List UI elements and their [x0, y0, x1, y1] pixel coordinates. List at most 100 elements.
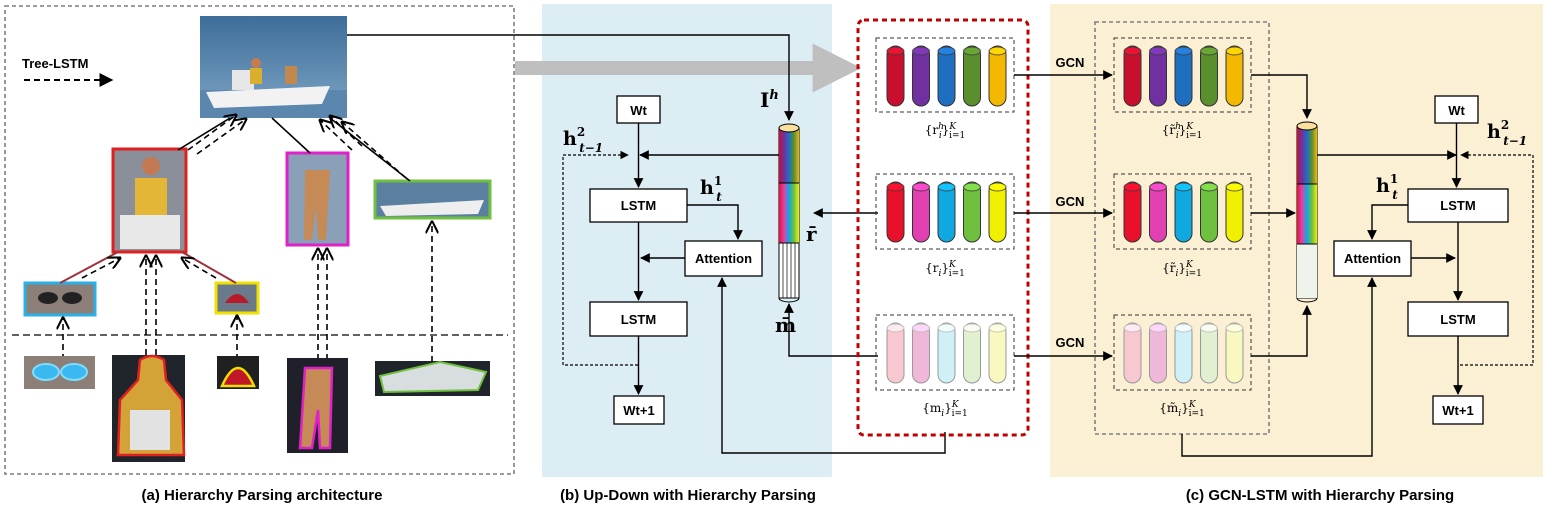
feature-cylinders-m-tilde [1123, 322, 1244, 384]
feature-cylinder-rh-5 [988, 45, 1007, 107]
feature-cylinder-r-tilde-3 [1174, 181, 1193, 243]
feature-cylinder-r-4 [963, 181, 981, 243]
lstm-label-c-top: LSTM [1440, 198, 1475, 213]
rbar-label: r̄ [806, 222, 817, 246]
wt1-label-b: Wt+1 [623, 403, 654, 418]
mbar-label: m̄ [775, 313, 796, 337]
gcn-label-2: GCN [1056, 194, 1085, 209]
region-dog [285, 151, 350, 247]
wt1-box-b [613, 395, 665, 425]
feature-cylinders-r-tilde [1123, 181, 1244, 243]
concat-feature-column-b [778, 123, 800, 303]
gcn-label-1: GCN [1056, 55, 1085, 70]
caption-a: (a) Hierarchy Parsing architecture [142, 487, 383, 504]
lstm-box-b-bottom[interactable] [589, 301, 688, 337]
feature-cylinder-m-tilde-3 [1174, 322, 1193, 384]
tree-lstm-arrows [63, 115, 432, 362]
feature-cylinder-rh-tilde-2 [1149, 45, 1167, 107]
feature-cylinder-m-4 [963, 322, 981, 384]
attention-label-b: Attention [695, 251, 752, 266]
region-person [111, 147, 188, 254]
wt-box-c [1434, 95, 1479, 124]
feature-cylinder-rh-tilde-4 [1200, 45, 1218, 107]
mask-hat [217, 356, 259, 389]
region-hat [214, 281, 260, 315]
region-sunglasses [23, 281, 97, 317]
feature-cylinder-rh-3 [937, 45, 956, 107]
mask-sunglasses [24, 356, 95, 389]
feature-cylinders-m [886, 322, 1007, 384]
feature-cylinder-m-1 [886, 322, 905, 384]
arrows-b [347, 34, 946, 454]
tree-lstm-legend: Tree-LSTM [22, 56, 88, 71]
feature-cylinders-r [886, 181, 1007, 243]
feat-m-box [875, 314, 1015, 391]
feature-sets-border [856, 18, 1030, 437]
wt-label-c: Wt [1448, 103, 1465, 118]
wt1-box-c [1432, 395, 1484, 425]
feat-rh-tilde-box [1113, 37, 1252, 113]
feature-cylinders-rh [886, 45, 1007, 107]
attention-box-c[interactable] [1333, 240, 1412, 277]
caption-b: (b) Up-Down with Hierarchy Parsing [560, 487, 816, 504]
feature-cylinder-rh-tilde-5 [1225, 45, 1244, 107]
feature-cylinder-rh-1 [886, 45, 905, 107]
h2-recurrent-arrow-b [562, 150, 638, 366]
feature-cylinder-m-tilde-2 [1149, 322, 1167, 384]
arrows-c [1181, 74, 1463, 457]
part-edges [59, 251, 237, 284]
caption-c: (c) GCN-LSTM with Hierarchy Parsing [1186, 487, 1454, 504]
feature-cylinder-rh-tilde-1 [1123, 45, 1142, 107]
mask-boat [375, 360, 490, 396]
h2-recurrent-arrow-c [1460, 150, 1534, 366]
feat-m-tilde-box [1113, 314, 1252, 391]
feature-cylinder-rh-4 [963, 45, 981, 107]
feature-cylinder-m-tilde-1 [1123, 322, 1142, 384]
feature-cylinder-r-2 [912, 181, 930, 243]
lstm-label-b-bottom: LSTM [621, 312, 656, 327]
feature-cylinder-m-tilde-4 [1200, 322, 1218, 384]
feature-cylinder-r-tilde-1 [1123, 181, 1142, 243]
feature-cylinders-rh-tilde [1123, 45, 1244, 107]
feature-cylinder-r-3 [937, 181, 956, 243]
lstm-label-c-bottom: LSTM [1440, 312, 1475, 327]
lstm-box-c-bottom[interactable] [1407, 301, 1509, 337]
wt1-label-c: Wt+1 [1442, 403, 1473, 418]
region-boat [373, 179, 492, 220]
feat-r-box [875, 173, 1015, 250]
feature-cylinder-m-2 [912, 322, 930, 384]
whole-image-thumbnail [200, 16, 347, 118]
feature-cylinder-r-tilde-2 [1149, 181, 1167, 243]
mask-dog [287, 358, 348, 453]
panel-a: Tree-LSTM [4, 5, 515, 504]
feature-cylinder-rh-tilde-3 [1174, 45, 1193, 107]
feat-r-tilde-box [1113, 173, 1252, 250]
feature-cylinder-r-1 [886, 181, 905, 243]
wt-label-b: Wt [630, 103, 647, 118]
mask-person [112, 354, 186, 462]
gcn-label-3: GCN [1056, 335, 1085, 350]
lstm-label-b-top: LSTM [621, 198, 656, 213]
feature-cylinder-m-5 [988, 322, 1007, 384]
gcn-arrows [1014, 70, 1113, 361]
feature-cylinder-m-3 [937, 322, 956, 384]
concat-feature-column-c [1296, 121, 1318, 303]
feature-cylinder-rh-2 [912, 45, 930, 107]
feature-cylinder-m-tilde-5 [1225, 322, 1244, 384]
attention-label-c: Attention [1344, 251, 1401, 266]
panel-a-border [4, 5, 515, 475]
feature-cylinder-r-5 [988, 181, 1007, 243]
feature-cylinder-r-tilde-5 [1225, 181, 1244, 243]
